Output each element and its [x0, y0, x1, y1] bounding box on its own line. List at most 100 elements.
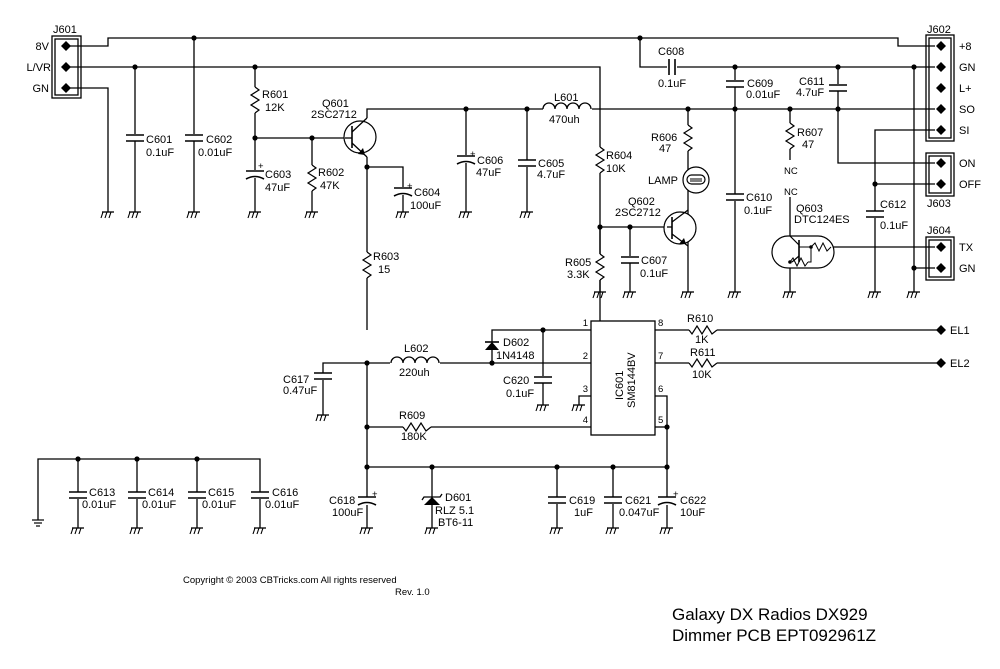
ic601-pin3: 3 [583, 384, 588, 395]
earth-ground-icon [32, 519, 44, 527]
copyright-text: Copyright © 2003 CBTricks.com All rights… [183, 575, 397, 586]
r601-ref: R601 [262, 89, 288, 101]
ic601-pin8: 8 [658, 318, 663, 329]
c607-value: 0.1uF [640, 268, 668, 280]
j602-pin-plus8: +8 [959, 41, 972, 53]
connector-j603 [925, 152, 955, 197]
l601-ref: L601 [554, 92, 578, 104]
lamp-label: LAMP [648, 175, 678, 187]
q602-value: 2SC2712 [615, 207, 661, 219]
d601-ref: D601 [445, 492, 471, 504]
r606-ref: R606 [651, 132, 677, 144]
c618-plus: + [372, 489, 378, 500]
c607-ref: C607 [641, 255, 667, 267]
r605-ref: R605 [565, 257, 591, 269]
transistor-q603-icon [771, 235, 835, 269]
c603-plus: + [258, 161, 264, 172]
c601-value: 0.1uF [146, 147, 174, 159]
r609-ref: R609 [399, 410, 425, 422]
r602-value: 47K [320, 180, 340, 192]
j601-pin-8v: 8V [36, 41, 50, 53]
j603-pin-on: ON [959, 158, 976, 170]
j602-pin-gn: GN [959, 62, 976, 74]
ic601-pin1: 1 [583, 318, 588, 329]
j604-ref: J604 [927, 225, 951, 237]
c622-ref: C622 [680, 495, 706, 507]
j602-pin-si: SI [959, 125, 969, 137]
c606-plus: + [470, 149, 476, 160]
j602-ref: J602 [927, 24, 951, 36]
r606-value: 47 [659, 143, 671, 155]
c614-value: 0.01uF [142, 499, 177, 511]
ic601-icon [590, 320, 656, 436]
d601-value: RLZ 5.1 [435, 505, 474, 517]
junctions [75, 35, 917, 470]
c602-ref: C602 [206, 134, 232, 146]
c613-value: 0.01uF [82, 499, 117, 511]
q601-ref: Q601 [322, 98, 349, 110]
c617-value: 0.47uF [283, 385, 318, 397]
d601-value2: BT6-11 [438, 517, 473, 529]
c615-ref: C615 [208, 487, 234, 499]
r602-ref: R602 [318, 167, 344, 179]
c612-ref: C612 [880, 199, 906, 211]
r611-value: 10K [692, 369, 712, 381]
c611-value: 4.7uF [796, 87, 824, 99]
c621-ref: C621 [625, 495, 651, 507]
c603-value: 47uF [265, 182, 290, 194]
r607-value: 47 [802, 139, 814, 151]
c606-ref: C606 [477, 155, 503, 167]
d602-ref: D602 [503, 337, 529, 349]
title-line1: Galaxy DX Radios DX929 [672, 605, 868, 624]
c604-value: 100uF [410, 200, 441, 212]
c610-value: 0.1uF [744, 205, 772, 217]
c605-value: 4.7uF [537, 169, 565, 181]
connector-j602 [925, 34, 955, 142]
revision-text: Rev. 1.0 [395, 587, 430, 598]
d602-value: 1N4148 [496, 350, 535, 362]
r604-value: 10K [606, 163, 626, 175]
j601-pin-lvr: L/VR [27, 62, 52, 74]
title-line2: Dimmer PCB EPT092961Z [672, 626, 876, 645]
c609-ref: C609 [747, 78, 773, 90]
ic601-pin6: 6 [658, 384, 663, 395]
r610-ref: R610 [687, 313, 713, 325]
ic601-pin4: 4 [583, 415, 588, 426]
j601-ref: J601 [53, 24, 77, 36]
l601-value: 470uh [549, 114, 580, 126]
ic601-ref: IC601 [614, 371, 626, 400]
c602-value: 0.01uF [198, 147, 233, 159]
c603-ref: C603 [265, 169, 291, 181]
q603-nc: NC [784, 187, 798, 198]
q602-ref: Q602 [628, 196, 655, 208]
q603-value: DTC124ES [794, 214, 850, 226]
c604-plus: + [407, 181, 413, 192]
j604-pin-tx: TX [959, 242, 974, 254]
c619-value: 1uF [574, 507, 593, 519]
r607-nc: NC [784, 166, 798, 177]
output-terminals [936, 325, 946, 368]
ic601-pin2: 2 [583, 351, 588, 362]
diode-d602-icon [485, 341, 499, 350]
wires [37, 37, 940, 528]
c616-ref: C616 [272, 487, 298, 499]
c617-ref: C617 [283, 374, 309, 386]
r611-ref: R611 [690, 347, 715, 359]
c621-value: 0.047uF [619, 507, 660, 519]
r607-ref: R607 [797, 127, 823, 139]
j602-pin-so: SO [959, 104, 975, 116]
c613-ref: C613 [89, 487, 115, 499]
c620-ref: C620 [503, 375, 529, 387]
q603-ref: Q603 [796, 203, 823, 215]
c622-value: 10uF [680, 507, 705, 519]
c612-value: 0.1uF [880, 220, 908, 232]
j603-pin-off: OFF [959, 179, 981, 191]
c615-value: 0.01uF [202, 499, 237, 511]
c618-ref: C618 [329, 495, 355, 507]
inductor-icons [390, 102, 592, 364]
l602-ref: L602 [404, 343, 428, 355]
resistor-icons [250, 86, 795, 432]
c608-value: 0.1uF [658, 78, 686, 90]
lamp-icon [682, 166, 710, 194]
